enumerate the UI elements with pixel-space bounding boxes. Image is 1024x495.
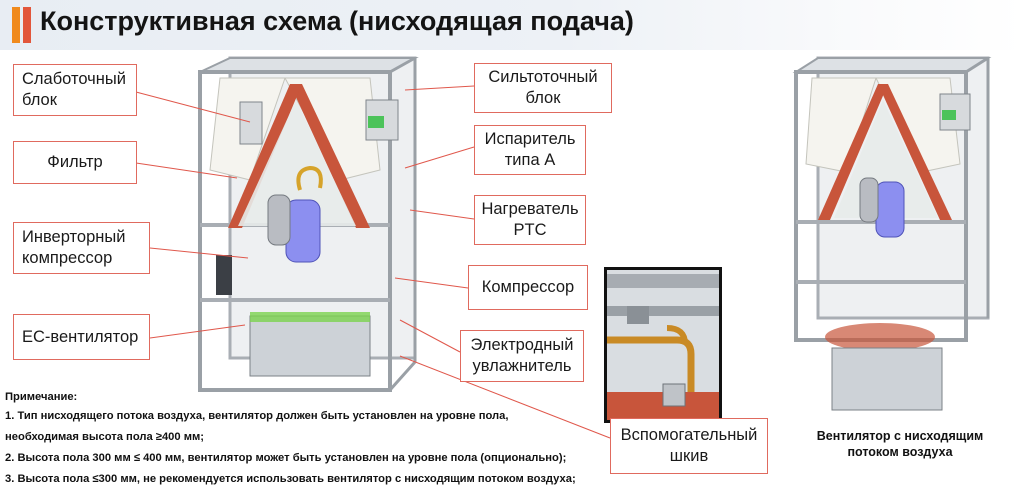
notes-header: Примечание: (5, 391, 78, 403)
main-unit-illustration (198, 56, 419, 392)
title-accent-orange (12, 7, 20, 43)
pulley-detail-inset (604, 267, 722, 423)
page-title: Конструктивная схема (нисходящая подача) (40, 6, 634, 36)
label-evaporator: Испаритель типа А (474, 125, 586, 175)
downflow-fan-caption: Вентилятор с нисходящим потоком воздуха (816, 429, 984, 459)
note-line-1: 1. Тип нисходящего потока воздуха, венти… (5, 410, 509, 422)
note-line-3: 3. Высота пола ≤300 мм, не рекомендуется… (5, 473, 576, 485)
title-accent-red (23, 7, 31, 43)
downflow-fan-unit-illustration (792, 56, 992, 411)
label-compressor: Компрессор (468, 265, 588, 310)
label-heater: Нагреватель PTC (474, 195, 586, 245)
label-inverter-compressor: Инверторный компрессор (13, 222, 150, 274)
label-high-current-block: Сильтоточный блок (474, 63, 612, 113)
note-line-1b: необходимая высота пола ≥400 мм; (5, 431, 204, 443)
note-line-2: 2. Высота пола 300 мм ≤ 400 мм, вентилят… (5, 452, 567, 464)
pulley-detail-drawing (607, 270, 719, 420)
title-bar: Конструктивная схема (нисходящая подача) (0, 0, 1024, 50)
label-pulley: Вспомогательный шкив (610, 418, 768, 474)
label-ec-fan: EC-вентилятор (13, 314, 150, 360)
label-humidifier: Электродный увлажнитель (460, 330, 584, 382)
label-low-current-block: Слаботочный блок (13, 64, 137, 116)
label-filter: Фильтр (13, 141, 137, 184)
